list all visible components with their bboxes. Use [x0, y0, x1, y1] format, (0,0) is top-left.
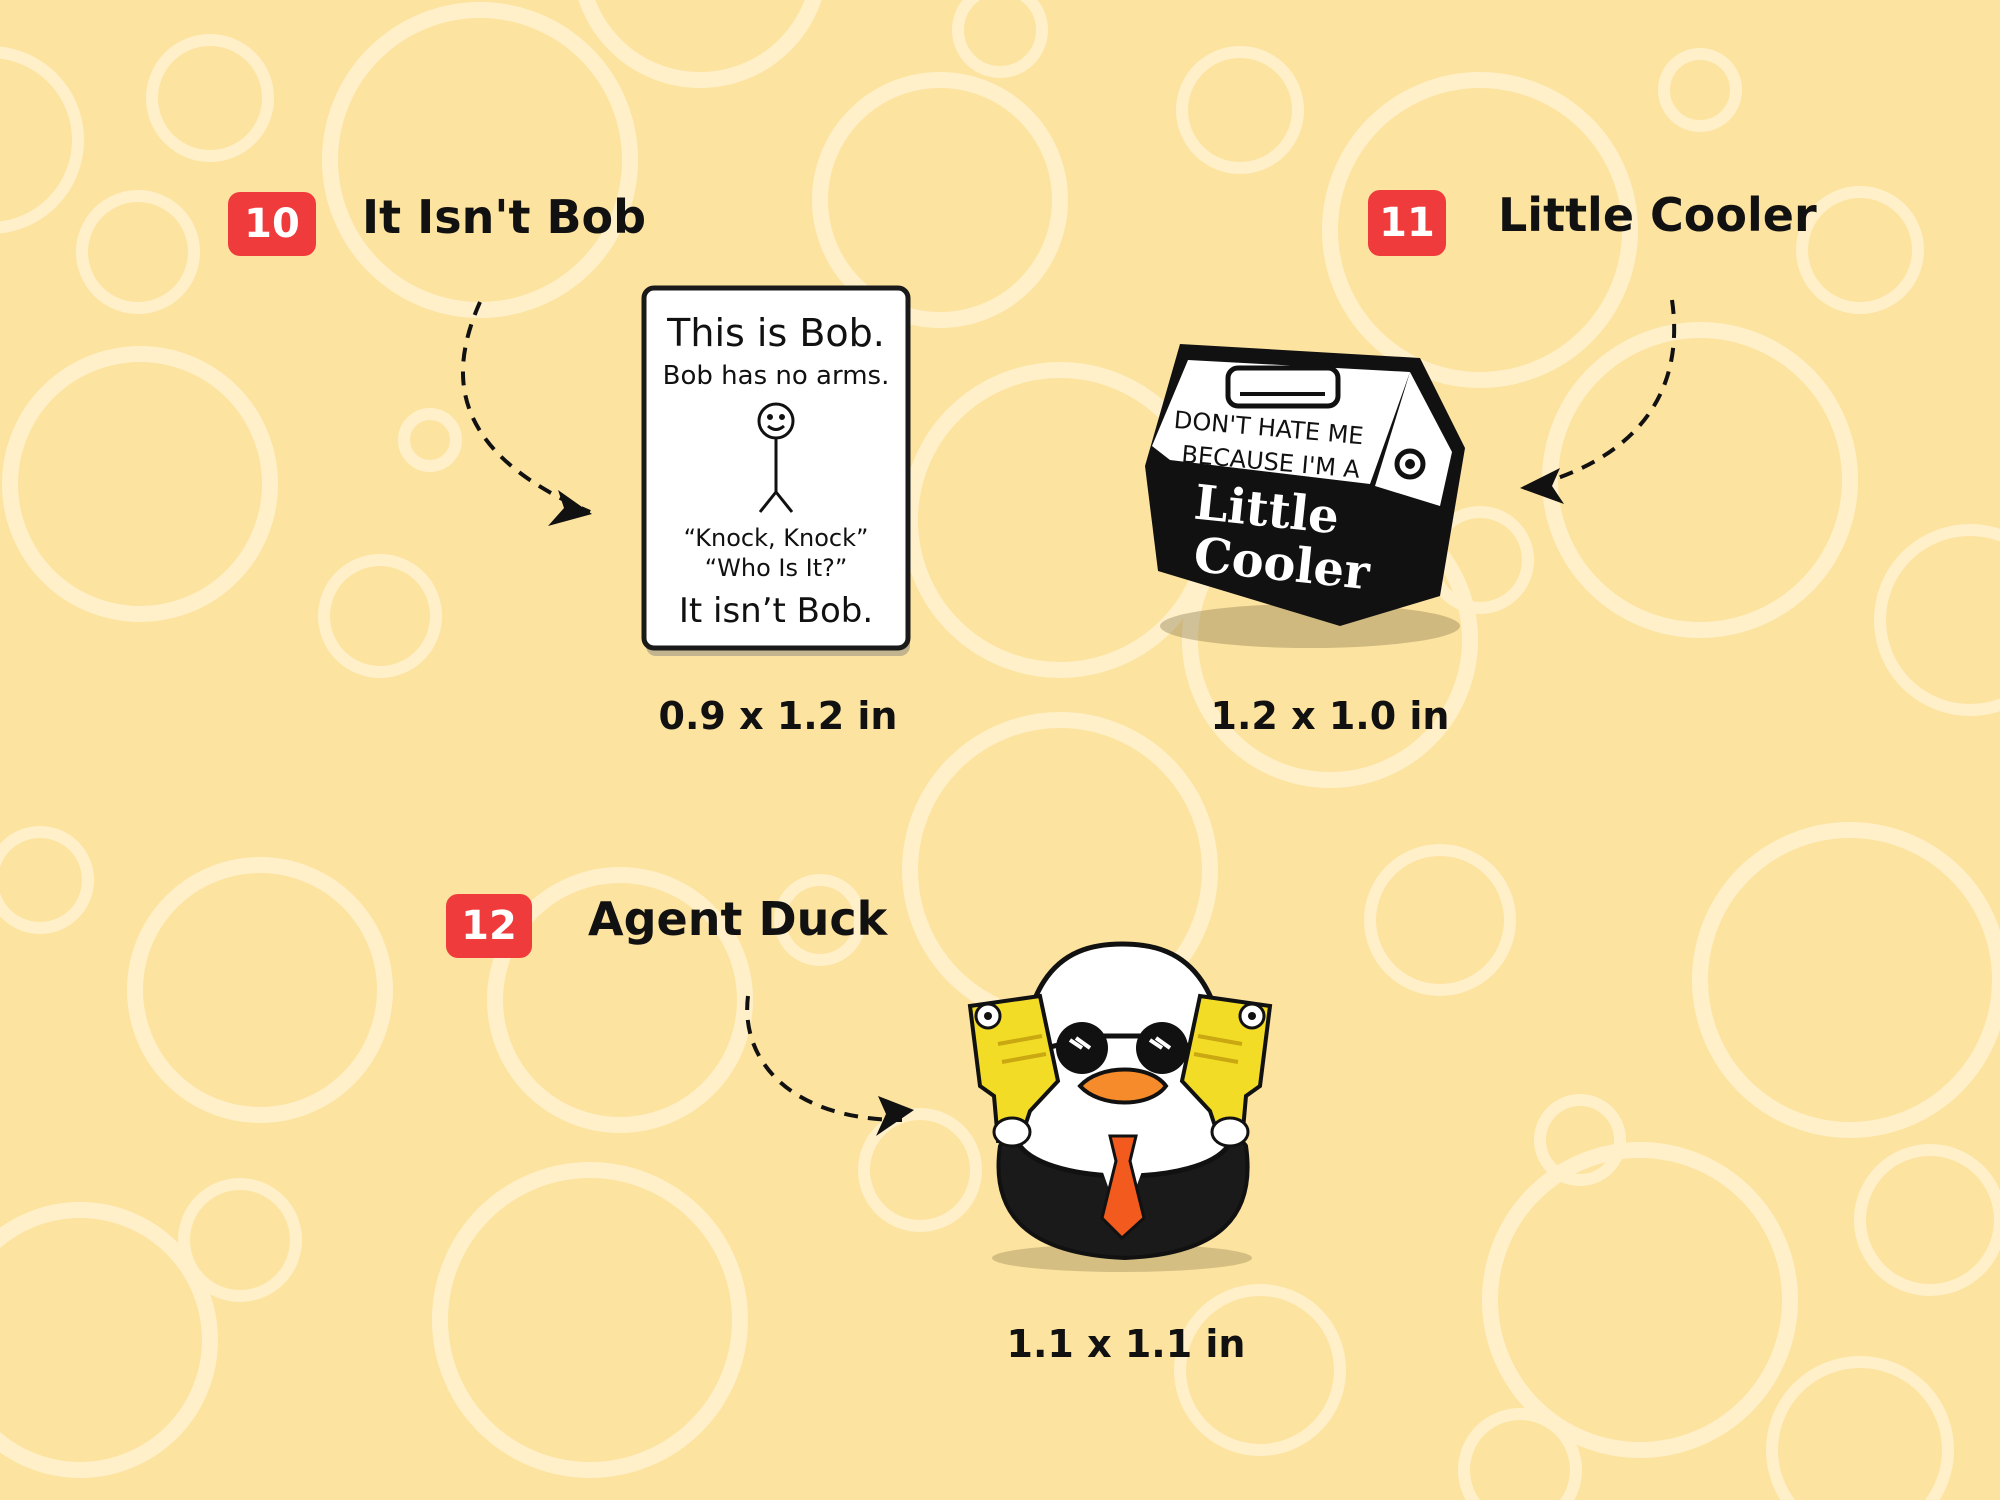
arrow-to-duck-pin — [745, 995, 914, 1136]
bubble-ring — [432, 1162, 748, 1478]
bubble-ring — [146, 34, 274, 162]
bubble-ring — [1874, 524, 2000, 716]
bubble-ring — [812, 72, 1068, 328]
arrow-to-bob-pin — [460, 301, 592, 526]
bubble-ring — [178, 1178, 302, 1302]
bubble-ring — [578, 0, 822, 88]
bubble-ring — [1322, 72, 1638, 388]
bubble-ring — [487, 867, 753, 1133]
bubble-ring — [1176, 46, 1304, 174]
bubble-ring — [0, 1202, 218, 1478]
stick-figure-icon — [757, 402, 795, 513]
bubble-ring — [76, 190, 200, 314]
bubble-ring — [0, 46, 84, 234]
bubble-ring — [1174, 1284, 1346, 1456]
item-title-12: Agent Duck — [588, 892, 888, 946]
bob-pin-line-4: “Who Is It?” — [705, 554, 848, 582]
item-number-badge-12: 12 — [446, 894, 532, 958]
bubble-ring — [1766, 1356, 1954, 1500]
bob-pin-line-2: Bob has no arms. — [663, 361, 890, 391]
bubble-ring — [0, 826, 94, 934]
item-size-11: 1.2 x 1.0 in — [1210, 694, 1450, 738]
bubble-ring — [1796, 186, 1924, 314]
bubble-ring — [774, 874, 866, 966]
bubble-ring — [952, 0, 1048, 78]
bubble-ring — [127, 857, 393, 1123]
bob-pin-line-1: This is Bob. — [666, 311, 885, 355]
bubble-ring — [322, 2, 638, 318]
bob-pin-line-5: It isn’t Bob. — [679, 591, 873, 631]
bubble-ring — [318, 554, 442, 678]
little-cooler-pin: DON'T HATE ME BECAUSE I'M A Little Coole… — [1145, 344, 1465, 648]
item-size-10: 0.9 x 1.2 in — [658, 694, 898, 738]
bubble-ring — [1692, 822, 2000, 1138]
duck-with-sunglasses-and-guns-icon — [967, 941, 1273, 1272]
bubble-ring — [858, 1108, 982, 1232]
bubble-ring — [1458, 1408, 1582, 1500]
item-number-badge-11: 11 — [1368, 190, 1446, 256]
bubble-ring — [1658, 48, 1742, 132]
item-number-badge-10: 10 — [228, 192, 316, 256]
bubble-ring — [1482, 1142, 1798, 1458]
agent-duck-pin — [967, 941, 1273, 1272]
bob-pin: This is Bob. Bob has no arms. “Knock, Kn… — [641, 285, 911, 656]
bubble-ring — [1854, 1144, 2000, 1296]
item-size-12: 1.1 x 1.1 in — [1006, 1322, 1246, 1366]
bubble-ring — [2, 346, 278, 622]
bubble-ring — [398, 408, 462, 472]
item-title-11: Little Cooler — [1498, 188, 1817, 242]
item-title-10: It Isn't Bob — [362, 190, 647, 244]
bob-pin-line-3: “Knock, Knock” — [684, 524, 869, 552]
arrow-to-cooler-pin — [1520, 299, 1677, 504]
bubble-ring — [1364, 844, 1516, 996]
bubble-ring — [1534, 1094, 1626, 1186]
